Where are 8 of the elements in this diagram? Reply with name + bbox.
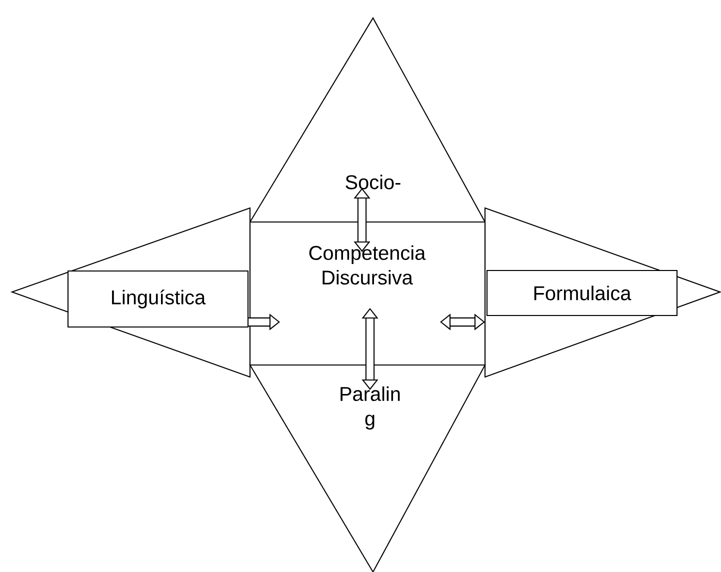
double-arrow [354, 188, 370, 252]
label-box: Linguística [67, 270, 249, 328]
triangle: Paralin g [249, 364, 486, 572]
double-arrow [440, 314, 485, 330]
label-box: Formulaica [486, 270, 678, 316]
triangle: Socio- [249, 16, 486, 223]
double-arrow [362, 308, 378, 390]
center-box: Competencia Discursiva [249, 221, 486, 366]
